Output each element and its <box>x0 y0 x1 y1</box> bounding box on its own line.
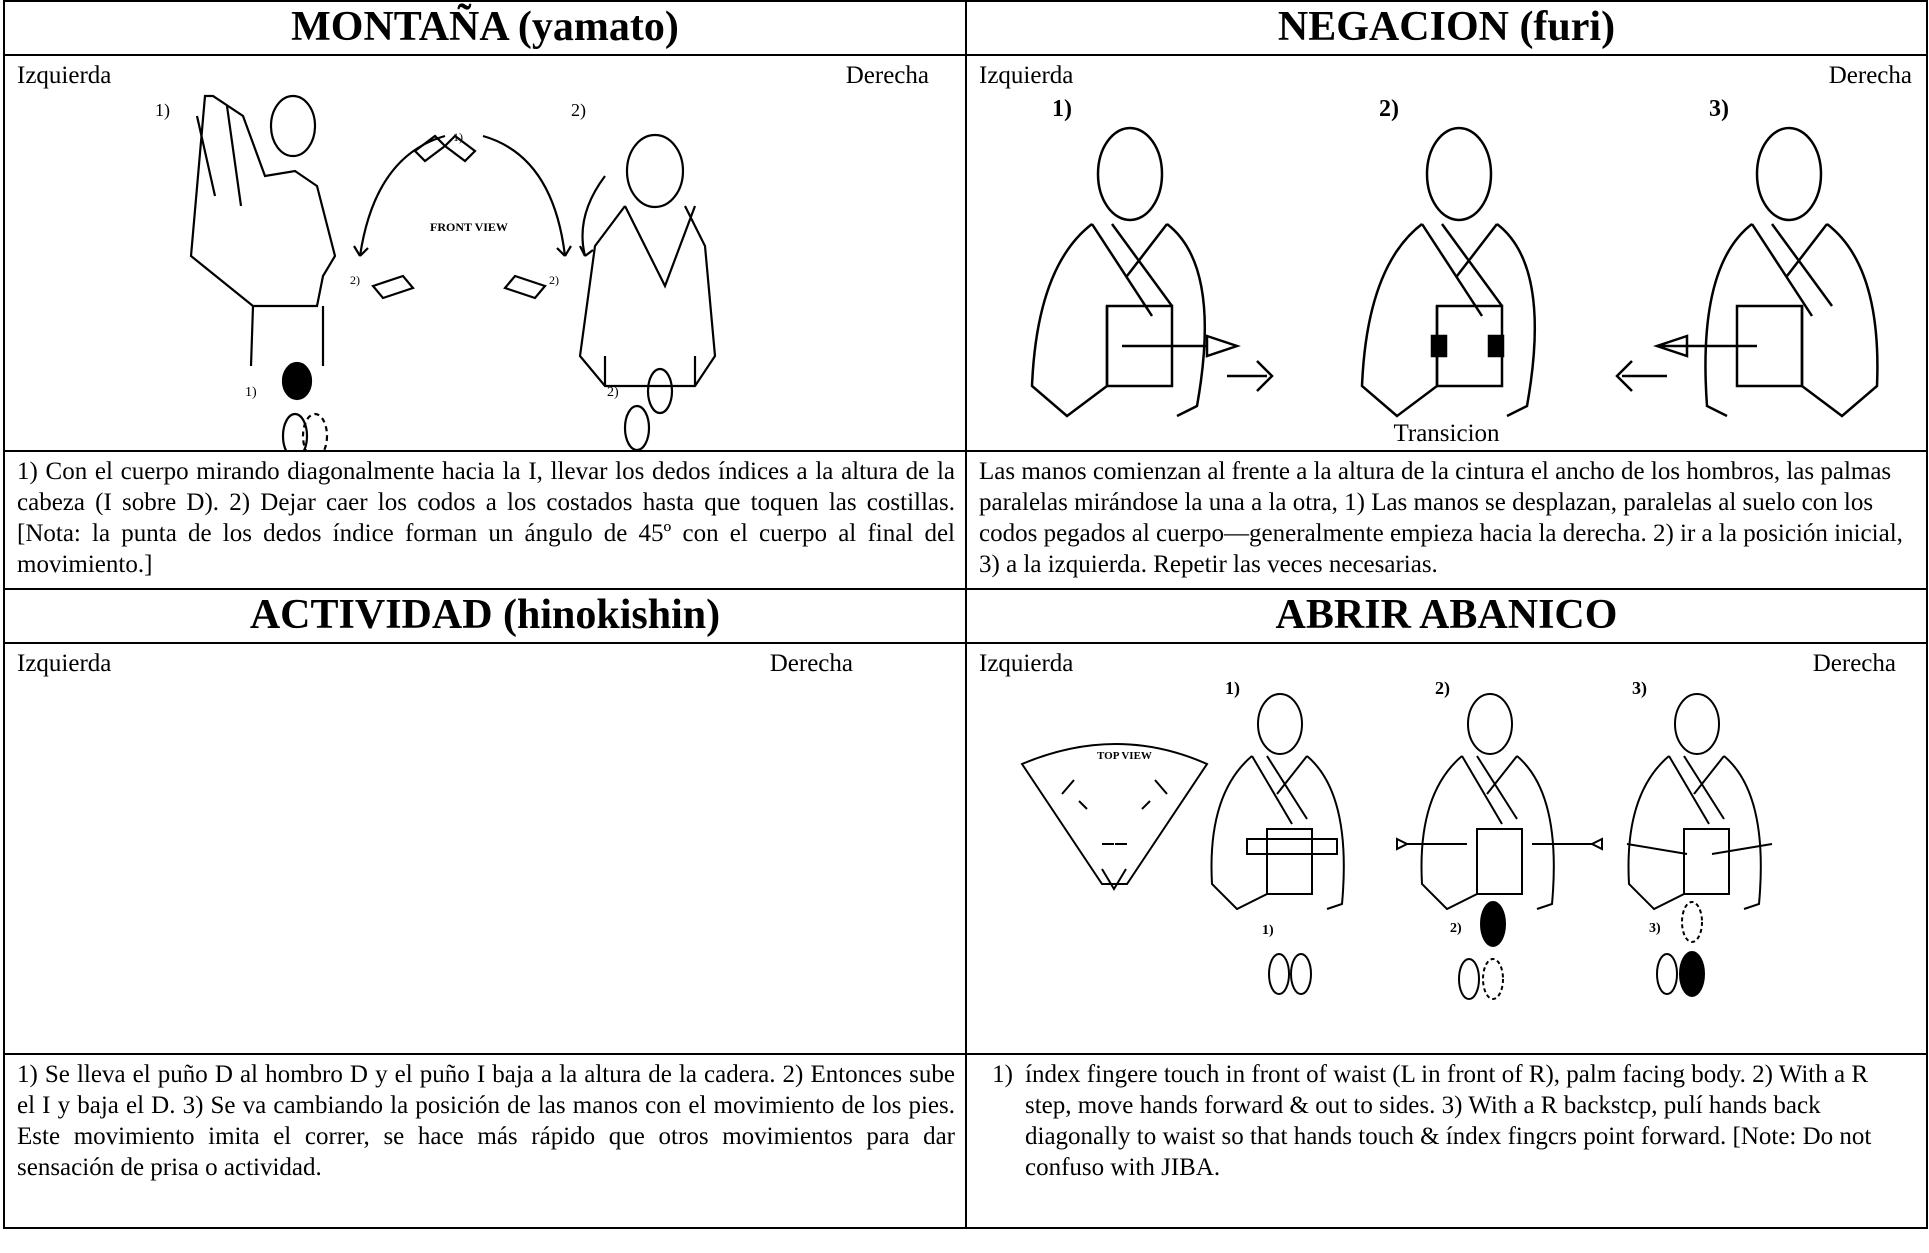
transition-label: Transicion <box>1393 420 1500 447</box>
step-mark: 1) <box>1225 678 1240 699</box>
figure-step-1 <box>1030 126 1274 418</box>
step-mark: 3) <box>1632 678 1647 699</box>
figure-step-3 <box>1615 126 1879 418</box>
cell-title-abanico: ABRIR ABANICO <box>965 588 1928 644</box>
top-view-caption: TOP VIEW <box>1097 750 1152 762</box>
right-label: Derecha <box>769 650 853 677</box>
right-label: Derecha <box>1828 62 1912 89</box>
description-montana: 1) Con el cuerpo mirando diagonalmente h… <box>3 450 967 590</box>
description-actividad: 1) Se lleva el puño D al hombro D y el p… <box>3 1053 967 1229</box>
step-mark: 2) <box>1435 678 1450 699</box>
step-mark: 2) <box>607 385 619 400</box>
step-mark: 2) <box>571 100 586 121</box>
step-mark: 2) <box>350 273 360 287</box>
description-negacion: Las manos comienzan al frente a la altur… <box>965 450 1928 590</box>
figure-cell-actividad: Izquierda Derecha <box>3 642 967 1055</box>
step-mark: 1) <box>1052 96 1072 122</box>
right-label: Derecha <box>845 62 929 89</box>
figure-cell-montana: Izquierda Derecha 1) 1) FRONT VI <box>3 54 967 452</box>
left-label: Izquierda <box>17 62 112 89</box>
left-label: Izquierda <box>979 650 1074 677</box>
description-abanico: 1) índex fingere touch in front of waist … <box>965 1053 1928 1229</box>
choreography-table: MONTAÑA (yamato) NEGACION (furi) Izquier… <box>3 0 1928 1229</box>
left-label: Izquierda <box>17 650 112 677</box>
cell-title-actividad: ACTIVIDAD (hinokishin) <box>3 588 967 644</box>
step-mark: 1) <box>155 100 170 121</box>
front-view-caption: FRONT VIEW <box>430 220 508 234</box>
cell-title-negacion: NEGACION (furi) <box>965 0 1928 56</box>
cell-title-montana: MONTAÑA (yamato) <box>3 0 967 56</box>
step-mark: 1) <box>245 385 257 400</box>
step-mark: 2) <box>549 273 559 287</box>
description-abanico-text: índex fingere touch in front of waist (L… <box>1025 1061 1872 1181</box>
right-label: Derecha <box>1812 650 1896 677</box>
figure-cell-abanico: Izquierda Derecha TOP VIEW 1) <box>965 642 1928 1055</box>
abanico-illustration: TOP VIEW 1) 2) <box>1020 678 1773 1000</box>
step-mark: 1) <box>453 130 463 144</box>
negacion-illustration: 1) 2) <box>1030 96 1879 418</box>
figure-step-2 <box>1360 126 1537 418</box>
step-mark: 3) <box>1649 921 1661 936</box>
step-mark: 2) <box>1379 96 1399 122</box>
list-number: 1) <box>992 1061 1013 1088</box>
figure-cell-negacion: Izquierda Derecha 1) <box>965 54 1928 452</box>
left-label: Izquierda <box>979 62 1074 89</box>
step-mark: 1) <box>1262 923 1274 938</box>
step-mark: 2) <box>1450 921 1462 936</box>
montana-illustration: 1) 1) FRONT VIEW 2) 2) <box>155 94 717 450</box>
step-mark: 3) <box>1709 96 1729 122</box>
